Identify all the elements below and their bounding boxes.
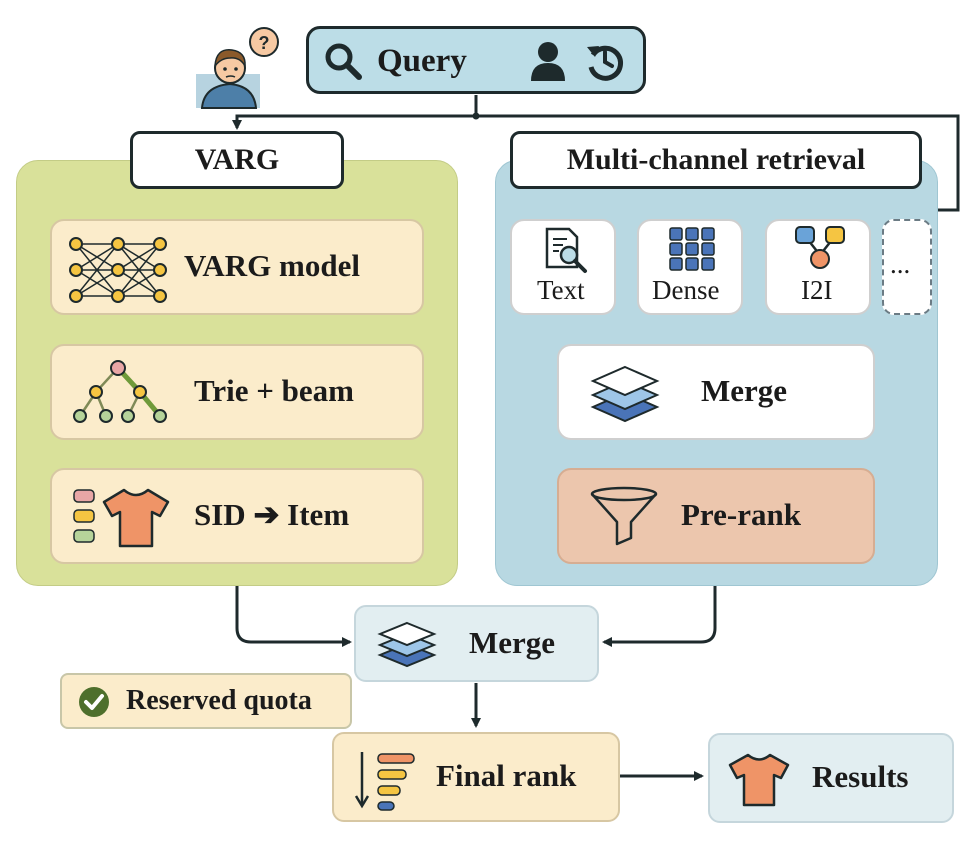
channel-i2i-label: I2I <box>801 275 833 305</box>
tshirt-icon <box>728 753 790 807</box>
channel-i2i-card: I2I <box>765 219 871 315</box>
check-icon <box>79 687 109 717</box>
reserved-quota-label: Reserved quota <box>126 685 312 716</box>
confused-user-icon: ? <box>196 27 279 109</box>
user-icon <box>531 42 565 81</box>
retrieval-merge-card: Merge <box>557 344 875 440</box>
merge-label: Merge <box>469 625 556 660</box>
neural-network-icon <box>69 237 167 303</box>
final-rank-card: Final rank <box>332 732 620 822</box>
search-icon <box>325 43 362 80</box>
tshirt-icon <box>102 488 170 548</box>
graph-icon <box>795 226 845 269</box>
reserved-quota-badge: Reserved quota <box>60 673 352 729</box>
prerank-label: Pre-rank <box>681 497 801 532</box>
results-label: Results <box>812 759 909 794</box>
channel-more-card: ... <box>882 219 932 315</box>
varg-model-card: VARG model <box>50 219 424 315</box>
final-rank-label: Final rank <box>436 758 577 793</box>
query-box: Query <box>306 26 646 94</box>
funnel-icon <box>590 486 658 546</box>
history-icon <box>587 45 624 81</box>
sid-list-icon <box>73 489 95 543</box>
prerank-card: Pre-rank <box>557 468 875 564</box>
tree-icon <box>73 360 167 423</box>
trie-beam-card: Trie + beam <box>50 344 424 440</box>
channel-text-card: Text <box>510 219 616 315</box>
bubble-question: ? <box>259 33 270 53</box>
document-search-icon <box>545 227 587 273</box>
layers-icon <box>377 621 437 668</box>
sid-item-card: SID ➔ Item <box>50 468 424 564</box>
layers-icon <box>590 365 660 423</box>
channel-dense-card: Dense <box>637 219 743 315</box>
varg-model-label: VARG model <box>184 248 360 283</box>
channel-dense-label: Dense <box>652 275 720 305</box>
retrieval-header: Multi-channel retrieval <box>510 131 922 189</box>
retrieval-merge-label: Merge <box>701 373 788 408</box>
sid-item-label: SID ➔ Item <box>194 497 350 532</box>
query-label: Query <box>377 43 467 79</box>
varg-header: VARG <box>130 131 344 189</box>
sort-icon <box>354 752 415 811</box>
trie-beam-label: Trie + beam <box>194 373 354 408</box>
channel-more-label: ... <box>890 249 911 279</box>
results-card: Results <box>708 733 954 823</box>
channel-text-label: Text <box>537 275 585 305</box>
merge-card: Merge <box>354 605 599 682</box>
grid-icon <box>669 227 715 271</box>
